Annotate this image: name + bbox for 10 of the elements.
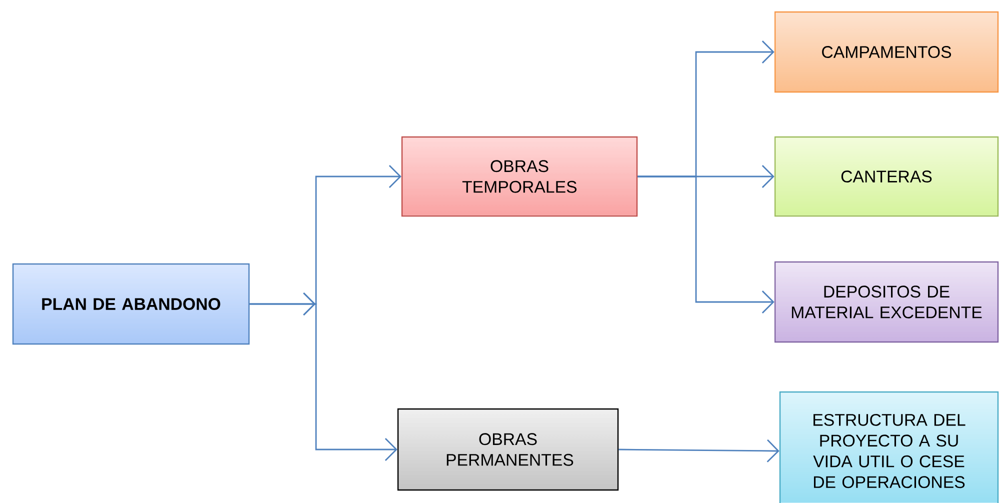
arrow <box>618 439 780 462</box>
process-box: PLAN DE ABANDONO <box>12 263 250 345</box>
arrow <box>638 176 774 314</box>
process-box: OBRAS TEMPORALES <box>401 136 638 217</box>
arrow <box>250 292 398 461</box>
process-box: DEPOSITOS DE MATERIAL EXCEDENTE <box>774 261 999 343</box>
process-box: OBRAS PERMANENTES <box>397 408 619 491</box>
process-box: CANTERAS <box>774 136 999 217</box>
process-box: CAMPAMENTOS <box>774 11 999 93</box>
process-box: ESTRUCTURA DEL PROYECTO A SU VIDA UTIL O CESE DE OPERACIONES <box>779 391 999 503</box>
